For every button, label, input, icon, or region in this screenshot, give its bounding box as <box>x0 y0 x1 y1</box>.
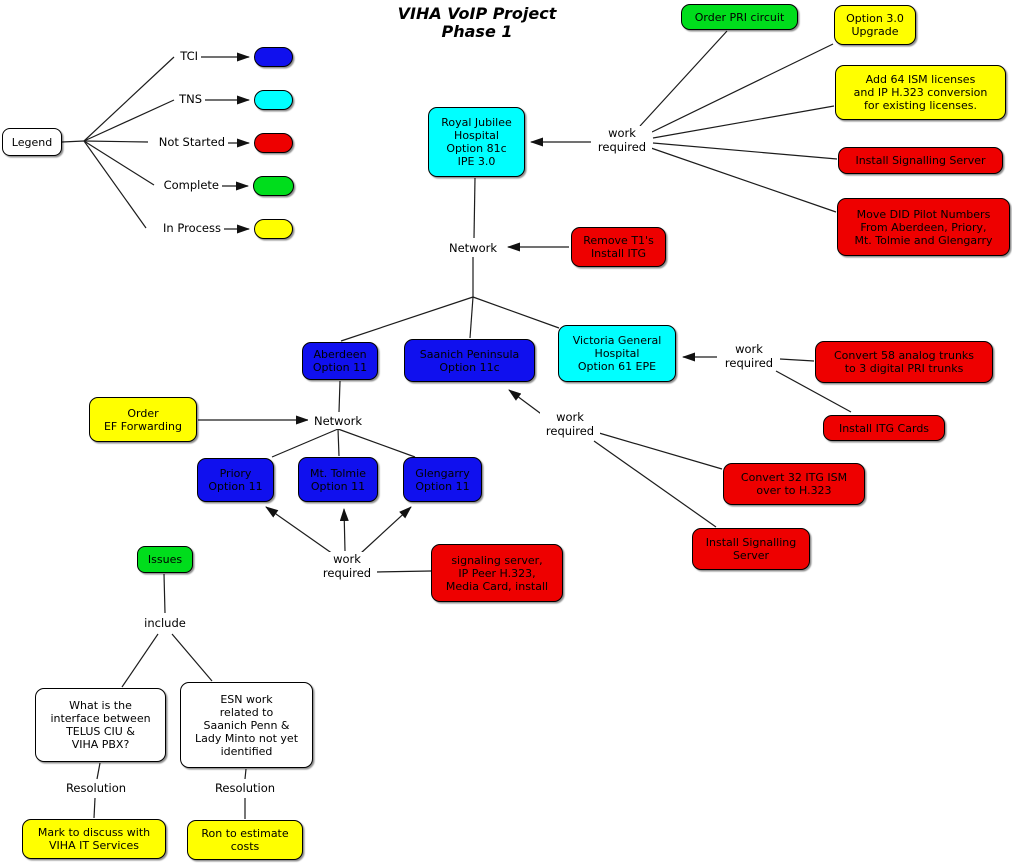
node-install-itg-cards[interactable]: Install ITG Cards <box>823 415 945 441</box>
node-priory[interactable]: Priory Option 11 <box>197 458 274 502</box>
edge <box>83 56 175 142</box>
edge <box>469 296 474 339</box>
edge <box>163 573 166 614</box>
edge <box>83 140 155 186</box>
edge <box>651 43 834 133</box>
edge <box>83 140 147 229</box>
node-order-pri-circuit[interactable]: Order PRI circuit <box>681 4 798 30</box>
node-signaling-server-install[interactable]: signaling server, IP Peer H.323, Media C… <box>431 544 563 602</box>
edge <box>340 296 474 342</box>
node-victoria-general-hospital[interactable]: Victoria General Hospital Option 61 EPE <box>558 325 676 382</box>
node-include[interactable]: include <box>141 615 189 631</box>
edge <box>375 570 432 573</box>
node-convert-32-itg-ism[interactable]: Convert 32 ITG ISM over to H.323 <box>723 463 865 505</box>
diagram-title: VIHA VoIP Project Phase 1 <box>357 5 597 41</box>
edge <box>61 140 85 143</box>
edge <box>472 296 560 329</box>
node-work-required-top[interactable]: work required <box>592 126 652 154</box>
edge <box>337 428 340 457</box>
edge-arrow <box>360 506 412 554</box>
node-question-esn-work[interactable]: ESN work related to Saanich Penn & Lady … <box>180 682 313 768</box>
node-option-30-upgrade[interactable]: Option 3.0 Upgrade <box>834 5 916 45</box>
edge <box>779 358 815 362</box>
legend-swatch-not-started[interactable] <box>254 133 293 153</box>
edge-arrow <box>265 506 334 555</box>
edge <box>598 432 723 470</box>
node-convert-58-analog-trunks[interactable]: Convert 58 analog trunks to 3 digital PR… <box>815 341 993 383</box>
node-mark-to-discuss[interactable]: Mark to discuss with VIHA IT Services <box>22 819 166 859</box>
node-network-top[interactable]: Network <box>443 240 503 256</box>
legend-label-complete: Complete <box>163 178 219 192</box>
edge <box>639 30 728 127</box>
edge <box>83 99 175 142</box>
edge <box>171 633 213 682</box>
title-line-1: VIHA VoIP Project <box>397 4 557 23</box>
node-install-signalling-server-mid[interactable]: Install Signalling Server <box>692 528 810 570</box>
work-required-sites-edges <box>265 506 432 573</box>
node-issues[interactable]: Issues <box>137 546 193 573</box>
edge <box>244 768 247 780</box>
node-question-telus-interface[interactable]: What is the interface between TELUS CIU … <box>35 688 166 762</box>
edge-arrow <box>508 389 545 417</box>
network-mid-edges <box>198 380 416 458</box>
issues-edges <box>93 573 247 819</box>
work-required-vgh-edges <box>682 352 852 413</box>
edge <box>271 428 339 458</box>
node-add-64-ism-licenses[interactable]: Add 64 ISM licenses and IP H.323 convers… <box>835 65 1006 120</box>
node-move-did-pilot-numbers[interactable]: Move DID Pilot Numbers From Aberdeen, Pr… <box>837 198 1010 256</box>
node-royal-jubilee-hospital[interactable]: Royal Jubilee Hospital Option 81c IPE 3.… <box>428 107 525 177</box>
node-glengarry[interactable]: Glengarry Option 11 <box>403 457 482 502</box>
node-resolution-right[interactable]: Resolution <box>212 780 278 796</box>
node-install-signalling-server-top[interactable]: Install Signalling Server <box>838 147 1003 174</box>
edge <box>652 142 838 160</box>
edge <box>121 633 159 688</box>
node-work-required-sites[interactable]: work required <box>317 552 377 580</box>
node-order-ef-forwarding[interactable]: Order EF Forwarding <box>89 397 197 442</box>
edge <box>96 762 101 780</box>
edge <box>83 140 149 143</box>
edge <box>473 177 476 239</box>
legend-label-in-process: In Process <box>163 221 221 235</box>
legend-label-tns: TNS <box>179 92 202 106</box>
legend-swatch-tci[interactable] <box>254 47 293 67</box>
node-mt-tolmie[interactable]: Mt. Tolmie Option 11 <box>298 457 378 502</box>
node-work-required-saanich[interactable]: work required <box>540 410 600 438</box>
node-remove-t1s-install-itg[interactable]: Remove T1's Install ITG <box>571 227 666 267</box>
legend-box[interactable]: Legend <box>2 128 62 156</box>
edge <box>593 440 717 528</box>
node-work-required-vgh[interactable]: work required <box>719 342 779 370</box>
legend-edges <box>61 52 250 234</box>
edge <box>652 105 835 139</box>
network-top-edges <box>340 177 569 342</box>
node-ron-to-estimate[interactable]: Ron to estimate costs <box>187 820 303 860</box>
edge-arrow <box>339 508 349 552</box>
legend-swatch-in-process[interactable] <box>254 219 293 239</box>
edge <box>93 797 96 819</box>
node-aberdeen[interactable]: Aberdeen Option 11 <box>302 342 378 380</box>
legend-swatch-complete[interactable] <box>253 176 294 196</box>
edge <box>775 370 852 413</box>
node-saanich-peninsula[interactable]: Saanich Peninsula Option 11c <box>404 339 535 382</box>
legend-label-tci: TCI <box>180 49 198 63</box>
edge <box>337 428 416 458</box>
legend-label-not-started: Not Started <box>158 135 225 149</box>
work-required-top-edges <box>530 30 838 213</box>
title-line-2: Phase 1 <box>441 22 513 41</box>
edge <box>650 147 837 213</box>
legend-swatch-tns[interactable] <box>254 90 293 110</box>
edge <box>338 380 341 413</box>
node-resolution-left[interactable]: Resolution <box>63 780 129 796</box>
node-network-mid[interactable]: Network <box>308 413 368 429</box>
work-required-saanich-edges <box>508 389 723 528</box>
